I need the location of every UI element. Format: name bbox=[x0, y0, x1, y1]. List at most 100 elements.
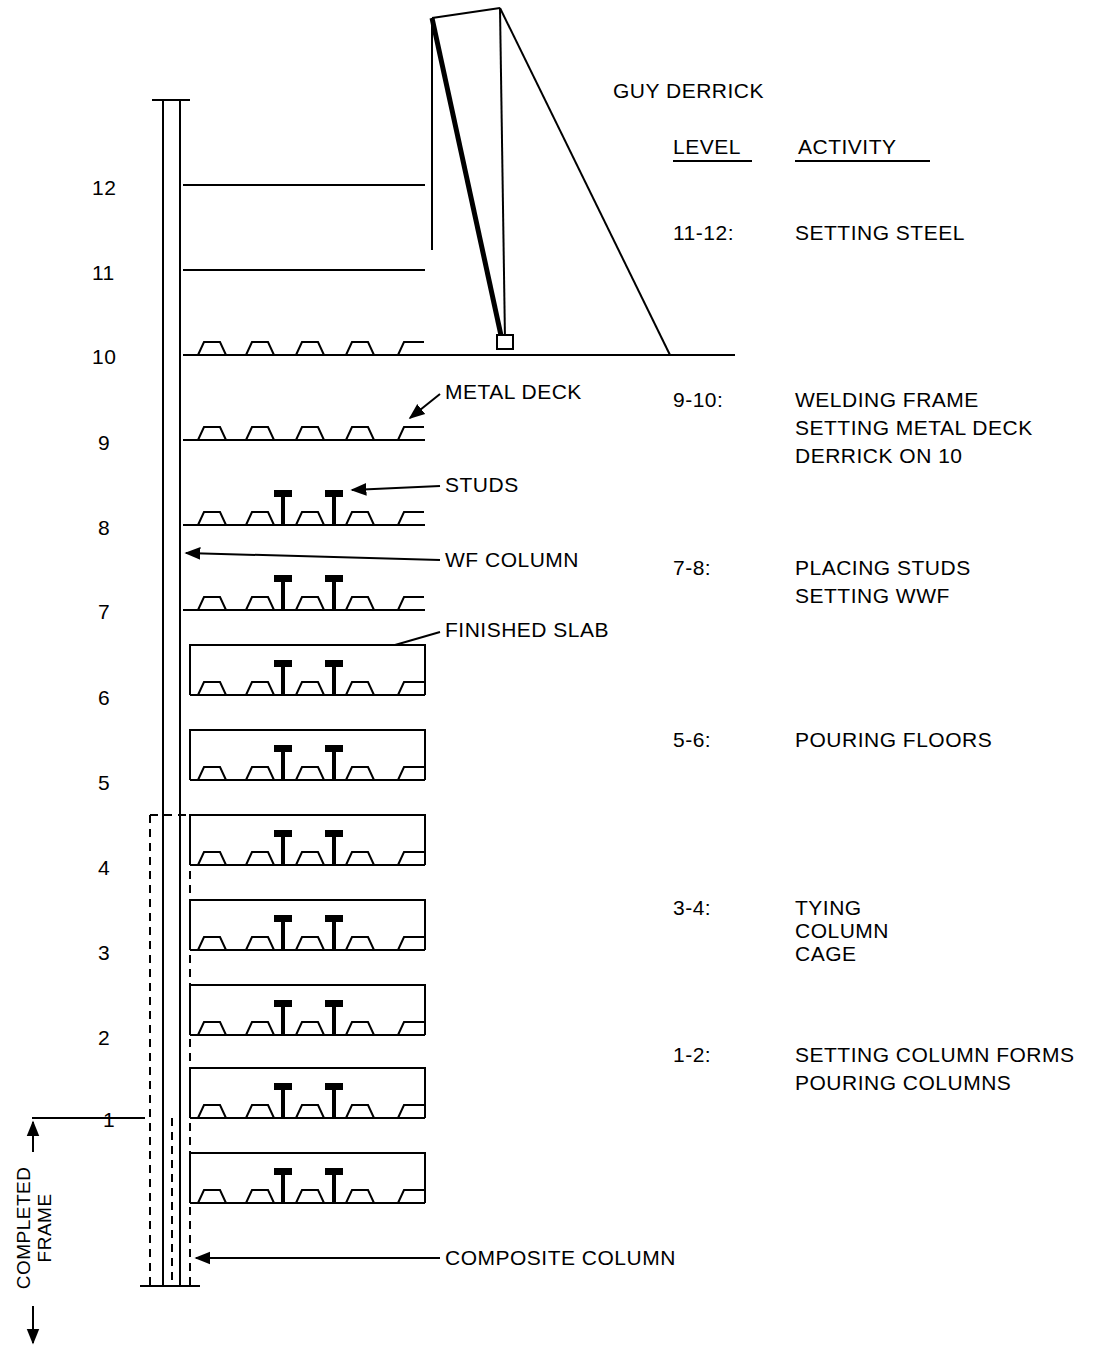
wf-column-flange bbox=[179, 100, 181, 1286]
shear-stud bbox=[281, 1088, 285, 1118]
floor-level bbox=[183, 184, 425, 186]
metal-deck-rib bbox=[398, 937, 424, 950]
level-number: 8 bbox=[98, 516, 110, 539]
metal-deck-rib bbox=[246, 427, 274, 440]
activity-text: SETTING METAL DECK bbox=[795, 416, 1033, 439]
floor-beam bbox=[183, 184, 425, 186]
activity-text: POURING FLOORS bbox=[795, 728, 992, 751]
floor-level bbox=[190, 1153, 425, 1203]
floor-level bbox=[183, 576, 425, 610]
metal-deck-rib bbox=[296, 852, 324, 865]
level-number: 12 bbox=[92, 176, 116, 199]
level-number: 7 bbox=[98, 600, 110, 623]
metal-deck-rib bbox=[198, 512, 226, 525]
floor-beam bbox=[183, 354, 425, 356]
floor-level bbox=[183, 491, 425, 525]
stud-head bbox=[275, 1084, 291, 1089]
metal-deck-rib bbox=[198, 427, 226, 440]
activity-text: TYING COLUMN CAGE bbox=[795, 896, 955, 965]
level-number: 1 bbox=[103, 1108, 115, 1131]
shear-stud bbox=[332, 920, 336, 950]
metal-deck-rib bbox=[198, 937, 226, 950]
shear-stud bbox=[281, 835, 285, 865]
activity-text: SETTING WWF bbox=[795, 584, 950, 607]
shear-stud bbox=[281, 580, 285, 610]
shear-stud bbox=[281, 920, 285, 950]
shear-stud bbox=[332, 665, 336, 695]
callout-label: METAL DECK bbox=[445, 380, 582, 403]
shear-stud bbox=[332, 1005, 336, 1035]
leader-line bbox=[196, 1257, 440, 1259]
metal-deck-rib bbox=[398, 1022, 424, 1035]
concrete-slab bbox=[190, 1068, 425, 1118]
metal-deck-rib bbox=[246, 342, 274, 355]
metal-deck-rib bbox=[296, 682, 324, 695]
metal-deck-rib bbox=[246, 937, 274, 950]
metal-deck-rib bbox=[398, 427, 424, 440]
metal-deck-rib bbox=[398, 852, 424, 865]
metal-deck-rib bbox=[198, 342, 226, 355]
stud-head bbox=[275, 1001, 291, 1006]
callout-label: STUDS bbox=[445, 473, 519, 496]
metal-deck-rib bbox=[398, 767, 424, 780]
metal-deck-rib bbox=[246, 1105, 274, 1118]
metal-deck-rib bbox=[198, 767, 226, 780]
metal-deck-rib bbox=[346, 682, 374, 695]
concrete-slab bbox=[190, 730, 425, 780]
floor-beam bbox=[183, 609, 425, 611]
stud-head bbox=[275, 1169, 291, 1174]
stud-head bbox=[275, 916, 291, 921]
floor-level bbox=[190, 815, 425, 865]
metal-deck-rib bbox=[198, 682, 226, 695]
metal-deck-rib bbox=[246, 1190, 274, 1203]
column-heading: ACTIVITY bbox=[798, 135, 897, 158]
metal-deck-rib bbox=[246, 682, 274, 695]
metal-deck-rib bbox=[398, 597, 424, 610]
floor-beam bbox=[183, 269, 425, 271]
metal-deck-rib bbox=[398, 1105, 424, 1118]
stud-head bbox=[326, 831, 342, 836]
metal-deck-rib bbox=[246, 767, 274, 780]
level-range: 9-10: bbox=[673, 388, 723, 411]
shear-stud bbox=[281, 665, 285, 695]
metal-deck-rib bbox=[296, 427, 324, 440]
composite-column-outline bbox=[150, 815, 190, 1286]
metal-deck-rib bbox=[198, 852, 226, 865]
activity-text: WELDING FRAME bbox=[795, 388, 979, 411]
level-number: 5 bbox=[98, 771, 110, 794]
leader-line bbox=[186, 553, 440, 560]
level-range: 1-2: bbox=[673, 1043, 711, 1066]
stud-head bbox=[326, 576, 342, 581]
stud-head bbox=[326, 1169, 342, 1174]
activity-text: POURING COLUMNS bbox=[795, 1071, 1011, 1094]
level-number: 4 bbox=[98, 856, 110, 879]
activity-text: PLACING STUDS bbox=[795, 556, 971, 579]
metal-deck-rib bbox=[296, 1022, 324, 1035]
stud-head bbox=[275, 661, 291, 666]
shear-stud bbox=[281, 750, 285, 780]
floor-level bbox=[190, 985, 425, 1035]
metal-deck-rib bbox=[398, 682, 424, 695]
level-range: 3-4: bbox=[673, 896, 711, 919]
stud-head bbox=[326, 746, 342, 751]
floor-level bbox=[190, 900, 425, 950]
floor-level bbox=[183, 342, 425, 355]
metal-deck-rib bbox=[346, 512, 374, 525]
stud-head bbox=[326, 661, 342, 666]
stud-head bbox=[326, 916, 342, 921]
floor-beam bbox=[183, 524, 425, 526]
floor-level bbox=[190, 645, 425, 695]
metal-deck-rib bbox=[346, 1022, 374, 1035]
level-number: 2 bbox=[98, 1026, 110, 1049]
metal-deck-rib bbox=[296, 1105, 324, 1118]
heading-underline bbox=[673, 160, 752, 162]
floor-level bbox=[183, 427, 425, 440]
stud-head bbox=[275, 831, 291, 836]
callout-label: COMPOSITE COLUMN bbox=[445, 1246, 676, 1269]
metal-deck-rib bbox=[296, 937, 324, 950]
shear-stud bbox=[332, 1173, 336, 1203]
bracket-arrow bbox=[32, 1306, 34, 1343]
bracket-tick bbox=[32, 1117, 145, 1119]
level-10-floor bbox=[425, 354, 735, 356]
stud-head bbox=[326, 491, 342, 496]
